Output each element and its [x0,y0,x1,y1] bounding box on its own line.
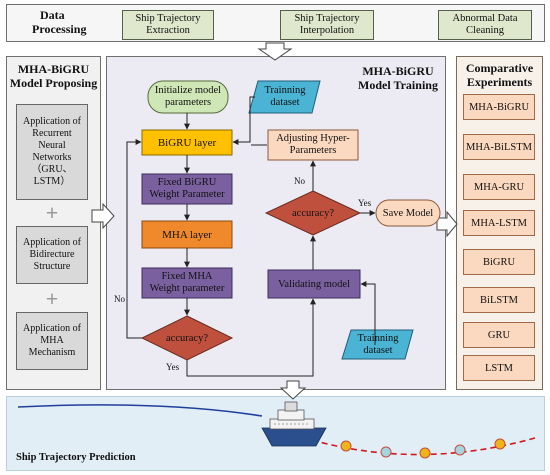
fixed-bigru-node: Fixed BiGRU Weight Parameter [142,174,232,204]
bigru-layer-node: BiGRU layer [157,136,217,149]
step-abnormal-data-cleaning: Abnormal Data Cleaning [438,10,532,40]
accuracy-decision-bottom: accuracy? [166,332,208,344]
step-3-line2: Cleaning [466,25,504,36]
rnn-line-5: （GRU、 [31,164,73,175]
prediction-label: Ship Trajectory Prediction [16,452,136,463]
rnn-line-6: LSTM） [33,176,71,187]
adjusting-line1: Adjusting Hyper- [276,133,350,144]
accuracy-diamond-top-shape [264,190,362,236]
rnn-line-1: Application of [22,116,82,127]
bidir-line-2: Bidirecture [29,249,75,260]
bigru-node-shape [141,129,233,156]
fixed-bigru-node-shape [141,173,233,205]
model-gru: GRU [463,322,535,348]
dataset-node-shape [248,80,321,114]
adjusting-line2: Parameters [289,145,337,156]
model-proposing-title-line1: MHA-BiGRU [17,62,90,76]
ship-icon [261,401,327,447]
fixed-bigru-line1: Fixed BiGRU [157,177,217,188]
model-mha-lstm: MHA-LSTM [463,210,535,236]
yes-label-right: Yes [358,198,372,208]
initialize-line2: parameters [164,97,212,108]
fixed-mha-node: Fixed MHA Weight parameter [142,268,232,298]
model-bigru: BiGRU [463,249,535,275]
dataset2-line2: dataset [363,344,393,356]
data-processing-title-line1: Data [40,8,65,22]
step-trajectory-interpolation: Ship Trajectory Interpolation [280,10,374,40]
no-label-top: No [294,176,305,186]
adjusting-hyperparams-node: Adjusting Hyper- Parameters [268,130,358,160]
rnn-line-4: Networks [32,152,72,163]
trajectory-point [419,447,431,459]
save-model-node: Save Model [382,207,434,219]
comparative-title-line1: Comparative [465,61,534,75]
model-lstm: LSTM [463,355,535,381]
model-mha-gru: MHA-GRU [463,174,535,200]
data-processing-title: Data Processing [32,8,120,36]
trajectory-point [494,438,506,450]
dataset-bottom-node-shape [341,329,414,360]
rnn-line-3: Neural [38,140,66,151]
dataset1-line2: dataset [270,97,300,108]
no-label-left: No [114,294,125,304]
mha-app-line-1: Application of [22,323,82,334]
step-2-line2: Interpolation [299,25,355,36]
dataset-bottom-node: Trainning dataset [345,330,411,359]
model-mha-bilstm: MHA-BiLSTM [463,134,535,160]
step-2-line1: Ship Trajectory [294,13,360,24]
mha-app-line-3: Mechanism [28,347,76,358]
right-arrow-icon [436,210,458,238]
step-1-line2: Extraction [146,25,190,36]
accuracy-decision-top: accuracy? [292,207,334,219]
rnn-line-2: Recurrent [32,128,72,139]
rnn-application-box: Application of Recurrent Neural Networks… [16,104,88,200]
data-processing-title-line2: Processing [32,22,87,36]
plus-icon: + [45,200,59,225]
right-arrow-icon [91,202,115,230]
initialize-node-shape [147,80,229,114]
comparative-title-line2: Experiments [466,75,533,89]
plus-icon: + [45,286,59,311]
mha-application-box: Application of MHA Mechanism [16,312,88,370]
validating-node-shape [267,269,361,299]
adjusting-node-shape [267,129,359,161]
save-model-shape [375,199,441,227]
yes-label-bottom: Yes [166,362,180,372]
bidirectional-application-box: Application of Bidirecture Structure [16,226,88,284]
mha-layer-node: MHA layer [162,228,212,241]
model-mha-bigru: MHA-BiGRU [463,94,535,120]
model-training-title-line2: Model Training [358,78,438,92]
mha-node-shape [141,220,233,249]
step-trajectory-extraction: Ship Trajectory Extraction [122,10,214,40]
model-proposing-title-line2: Model Proposing [9,76,98,90]
fixed-mha-node-shape [141,267,233,299]
mha-app-line-2: MHA [40,335,64,346]
dataset1-line1: Trainning [264,85,306,96]
model-bilstm: BiLSTM [463,287,535,313]
validating-model-node: Validating model [277,278,351,290]
trajectory-point [380,446,392,458]
fixed-mha-line2: Weight parameter [149,283,225,294]
model-training-title-line1: MHA-BiGRU [362,64,434,78]
dataset-node: Trainning dataset [252,81,318,113]
bidir-line-3: Structure [33,261,71,272]
comparative-title: Comparative Experiments [456,61,543,89]
historical-trajectory-line [17,404,263,417]
down-arrow-icon [279,380,307,400]
trajectory-point [340,440,352,452]
step-1-line1: Ship Trajectory [135,13,201,24]
bidir-line-1: Application of [22,237,82,248]
model-proposing-title: MHA-BiGRU Model Proposing [6,62,101,90]
fixed-mha-line1: Fixed MHA [161,271,213,282]
fixed-bigru-line2: Weight Parameter [149,189,225,200]
down-arrow-icon [257,42,293,61]
step-3-line1: Abnormal Data [452,13,518,24]
model-training-title: MHA-BiGRU Model Training [354,64,442,92]
trajectory-point [454,444,466,456]
dataset2-line1: Trainning [357,332,399,344]
initialize-line1: Initialize model [154,85,222,96]
initialize-node: Initialize model parameters [148,81,228,113]
